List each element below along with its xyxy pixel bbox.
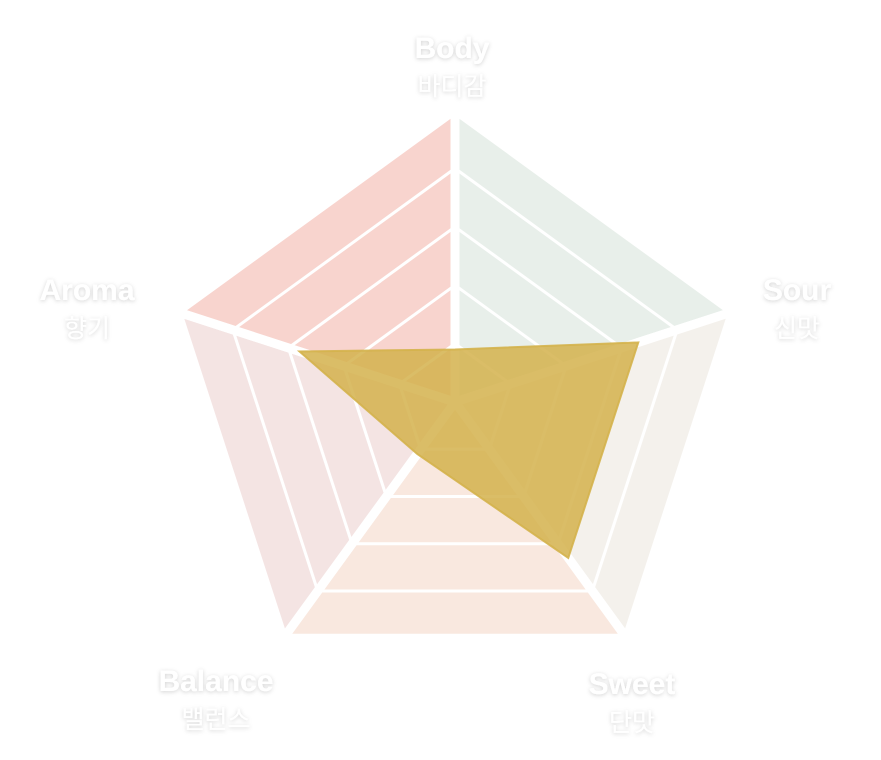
axis-label-body: Body 바디감	[415, 32, 490, 101]
axis-label-balance: Balance 밸런스	[158, 665, 273, 734]
radar-grid-line	[231, 167, 456, 332]
radar-grid-line	[286, 347, 354, 545]
axis-label-sweet-en: Sweet	[589, 668, 676, 701]
axis-label-sweet: Sweet 단맛	[589, 668, 676, 737]
axis-label-aroma: Aroma 향기	[39, 274, 134, 343]
radar-series	[296, 341, 640, 560]
radar-grid-line	[231, 329, 320, 592]
axis-label-sour: Sour 신맛	[763, 274, 832, 343]
axis-label-body-ko: 바디감	[417, 72, 486, 101]
axis-label-sweet-ko: 단맛	[609, 708, 655, 737]
axis-label-balance-ko: 밸런스	[181, 705, 250, 734]
radar-grid-line	[454, 167, 679, 332]
axis-label-body-en: Body	[415, 32, 490, 65]
axis-label-sour-ko: 신맛	[774, 314, 820, 343]
radar-grid-line	[454, 225, 623, 350]
axis-label-aroma-en: Aroma	[39, 274, 134, 307]
radar-series-polygon	[296, 341, 640, 560]
radar-axis-labels: Body 바디감 Sour 신맛 Sweet 단맛 Balance 밸런스 Aroma 향기	[39, 32, 831, 737]
axis-label-balance-en: Balance	[158, 665, 273, 698]
radar-grid-line	[590, 329, 679, 592]
axis-label-sour-en: Sour	[763, 274, 832, 307]
radar-grid-line	[287, 225, 456, 350]
axis-label-aroma-ko: 향기	[64, 314, 110, 343]
